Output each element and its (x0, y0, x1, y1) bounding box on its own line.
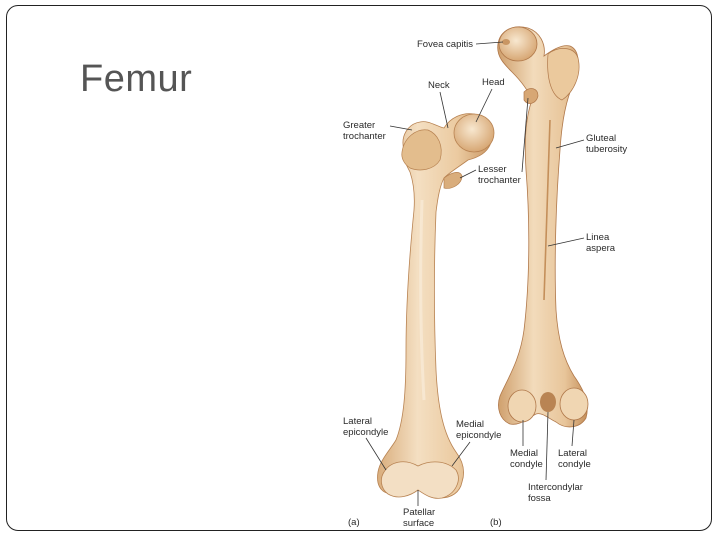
label-neck: Neck (428, 80, 450, 91)
leader-greater-trochanter (389, 125, 413, 131)
panel-tag-a: (a) (348, 517, 360, 528)
femur-a-greater-trochanter (401, 129, 442, 171)
femur-b-bone (497, 26, 588, 428)
femur-b-medial-condyle (507, 389, 537, 423)
label-lesser-trochanter-1: Lesser (478, 164, 507, 175)
femur-b-greater-trochanter (547, 48, 580, 101)
slide-frame (6, 5, 712, 531)
label-greater-trochanter-1: Greater (343, 120, 375, 131)
leader-intercondylar-fossa (545, 411, 549, 481)
femur-b-intercondylar-fossa (540, 392, 556, 412)
label-greater-trochanter-2: trochanter (343, 131, 386, 142)
label-medial-condyle-1: Medial (510, 448, 538, 459)
leader-lateral-epicondyle (365, 437, 387, 471)
leader-lesser-trochanter (459, 169, 477, 179)
label-medial-epicondyle-2: epicondyle (456, 430, 501, 441)
label-patellar-surface-2: surface (403, 518, 434, 529)
femur-b-linea-aspera (543, 119, 551, 301)
leader-gluteal-tuberosity (555, 139, 585, 149)
femur-a-shaft-highlight (419, 199, 426, 401)
label-lateral-epicondyle-1: Lateral (343, 416, 372, 427)
femur-anterior-view (377, 113, 495, 499)
label-patellar-surface-1: Patellar (403, 507, 435, 518)
femur-b-head (498, 26, 538, 62)
panel-tag-b: (b) (490, 517, 502, 528)
label-intercondylar-fossa-2: fossa (528, 493, 551, 504)
leader-head (475, 88, 493, 123)
femur-posterior-view (497, 26, 589, 428)
label-lateral-epicondyle-2: epicondyle (343, 427, 388, 438)
label-medial-condyle-2: condyle (510, 459, 543, 470)
label-lateral-condyle-1: Lateral (558, 448, 587, 459)
leader-linea-aspera (547, 237, 585, 247)
leader-lateral-condyle (571, 419, 575, 447)
femur-a-head (453, 113, 495, 153)
label-gluteal-tuberosity-1: Gluteal (586, 133, 616, 144)
slide-title: Femur (80, 58, 193, 100)
label-head: Head (482, 77, 505, 88)
label-gluteal-tuberosity-2: tuberosity (586, 144, 627, 155)
leader-medial-epicondyle (451, 441, 471, 467)
leader-lesser-trochanter-b (521, 97, 529, 173)
label-intercondylar-fossa-1: Intercondylar (528, 482, 583, 493)
femur-b-lateral-condyle (559, 387, 589, 421)
label-linea-aspera-2: aspera (586, 243, 616, 254)
label-linea-aspera-1: Linea (586, 232, 610, 243)
label-lateral-condyle-2: condyle (558, 459, 591, 470)
label-medial-epicondyle-1: Medial (456, 419, 484, 430)
label-lesser-trochanter-2: trochanter (478, 175, 521, 186)
femur-a-lesser-trochanter (443, 172, 463, 189)
leader-neck (439, 91, 449, 129)
leader-fovea-capitis (475, 41, 504, 45)
femur-a-patellar-surface (380, 461, 459, 499)
label-fovea-capitis: Fovea capitis (417, 39, 473, 50)
femur-b-fovea-capitis (502, 39, 510, 45)
